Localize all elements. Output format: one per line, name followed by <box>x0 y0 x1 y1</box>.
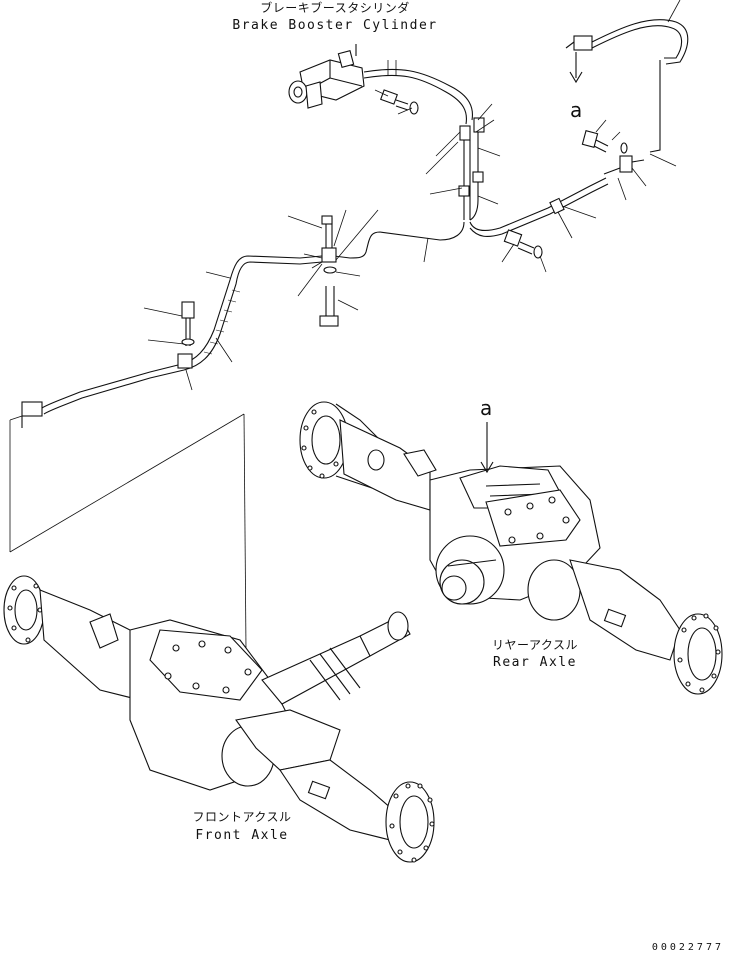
brake-booster-cylinder <box>288 44 365 109</box>
rear-hub-bolts <box>301 409 721 693</box>
brake-booster-label-en: Brake Booster Cylinder <box>232 18 438 33</box>
tube-end-fitting-right <box>619 142 645 173</box>
rear-axle-label-en: Rear Axle <box>493 655 577 670</box>
brake-booster-label-jp: ブレーキブースタシリンダ <box>260 1 410 15</box>
rear-axle-label-jp: リヤーアクスル <box>491 638 579 652</box>
bolt-a-right <box>581 130 609 153</box>
front-axle-label-en: Front Axle <box>195 828 289 843</box>
reference-mark-lower: a <box>480 396 493 420</box>
brake-tube-main <box>333 167 621 259</box>
booster-brake-hose <box>363 60 473 125</box>
rear-axle <box>299 401 723 695</box>
front-axle-label-jp: フロントアクスル <box>192 810 292 824</box>
tee-fitting-upper <box>458 117 485 221</box>
reference-mark-upper: a <box>570 98 583 122</box>
front-axle <box>3 575 435 863</box>
tube-clamp-right <box>549 197 565 215</box>
flex-hose-top-right <box>565 19 689 153</box>
document-number: 00022777 <box>651 942 724 953</box>
brake-hose-left <box>21 255 323 428</box>
front-axle-guide-lines <box>9 413 247 651</box>
hose-clamp-left <box>177 301 195 369</box>
tee-fitting-center <box>319 215 339 327</box>
leader-lines <box>143 0 681 391</box>
bolt-booster <box>380 89 419 115</box>
bolt-right-lower <box>503 229 543 259</box>
